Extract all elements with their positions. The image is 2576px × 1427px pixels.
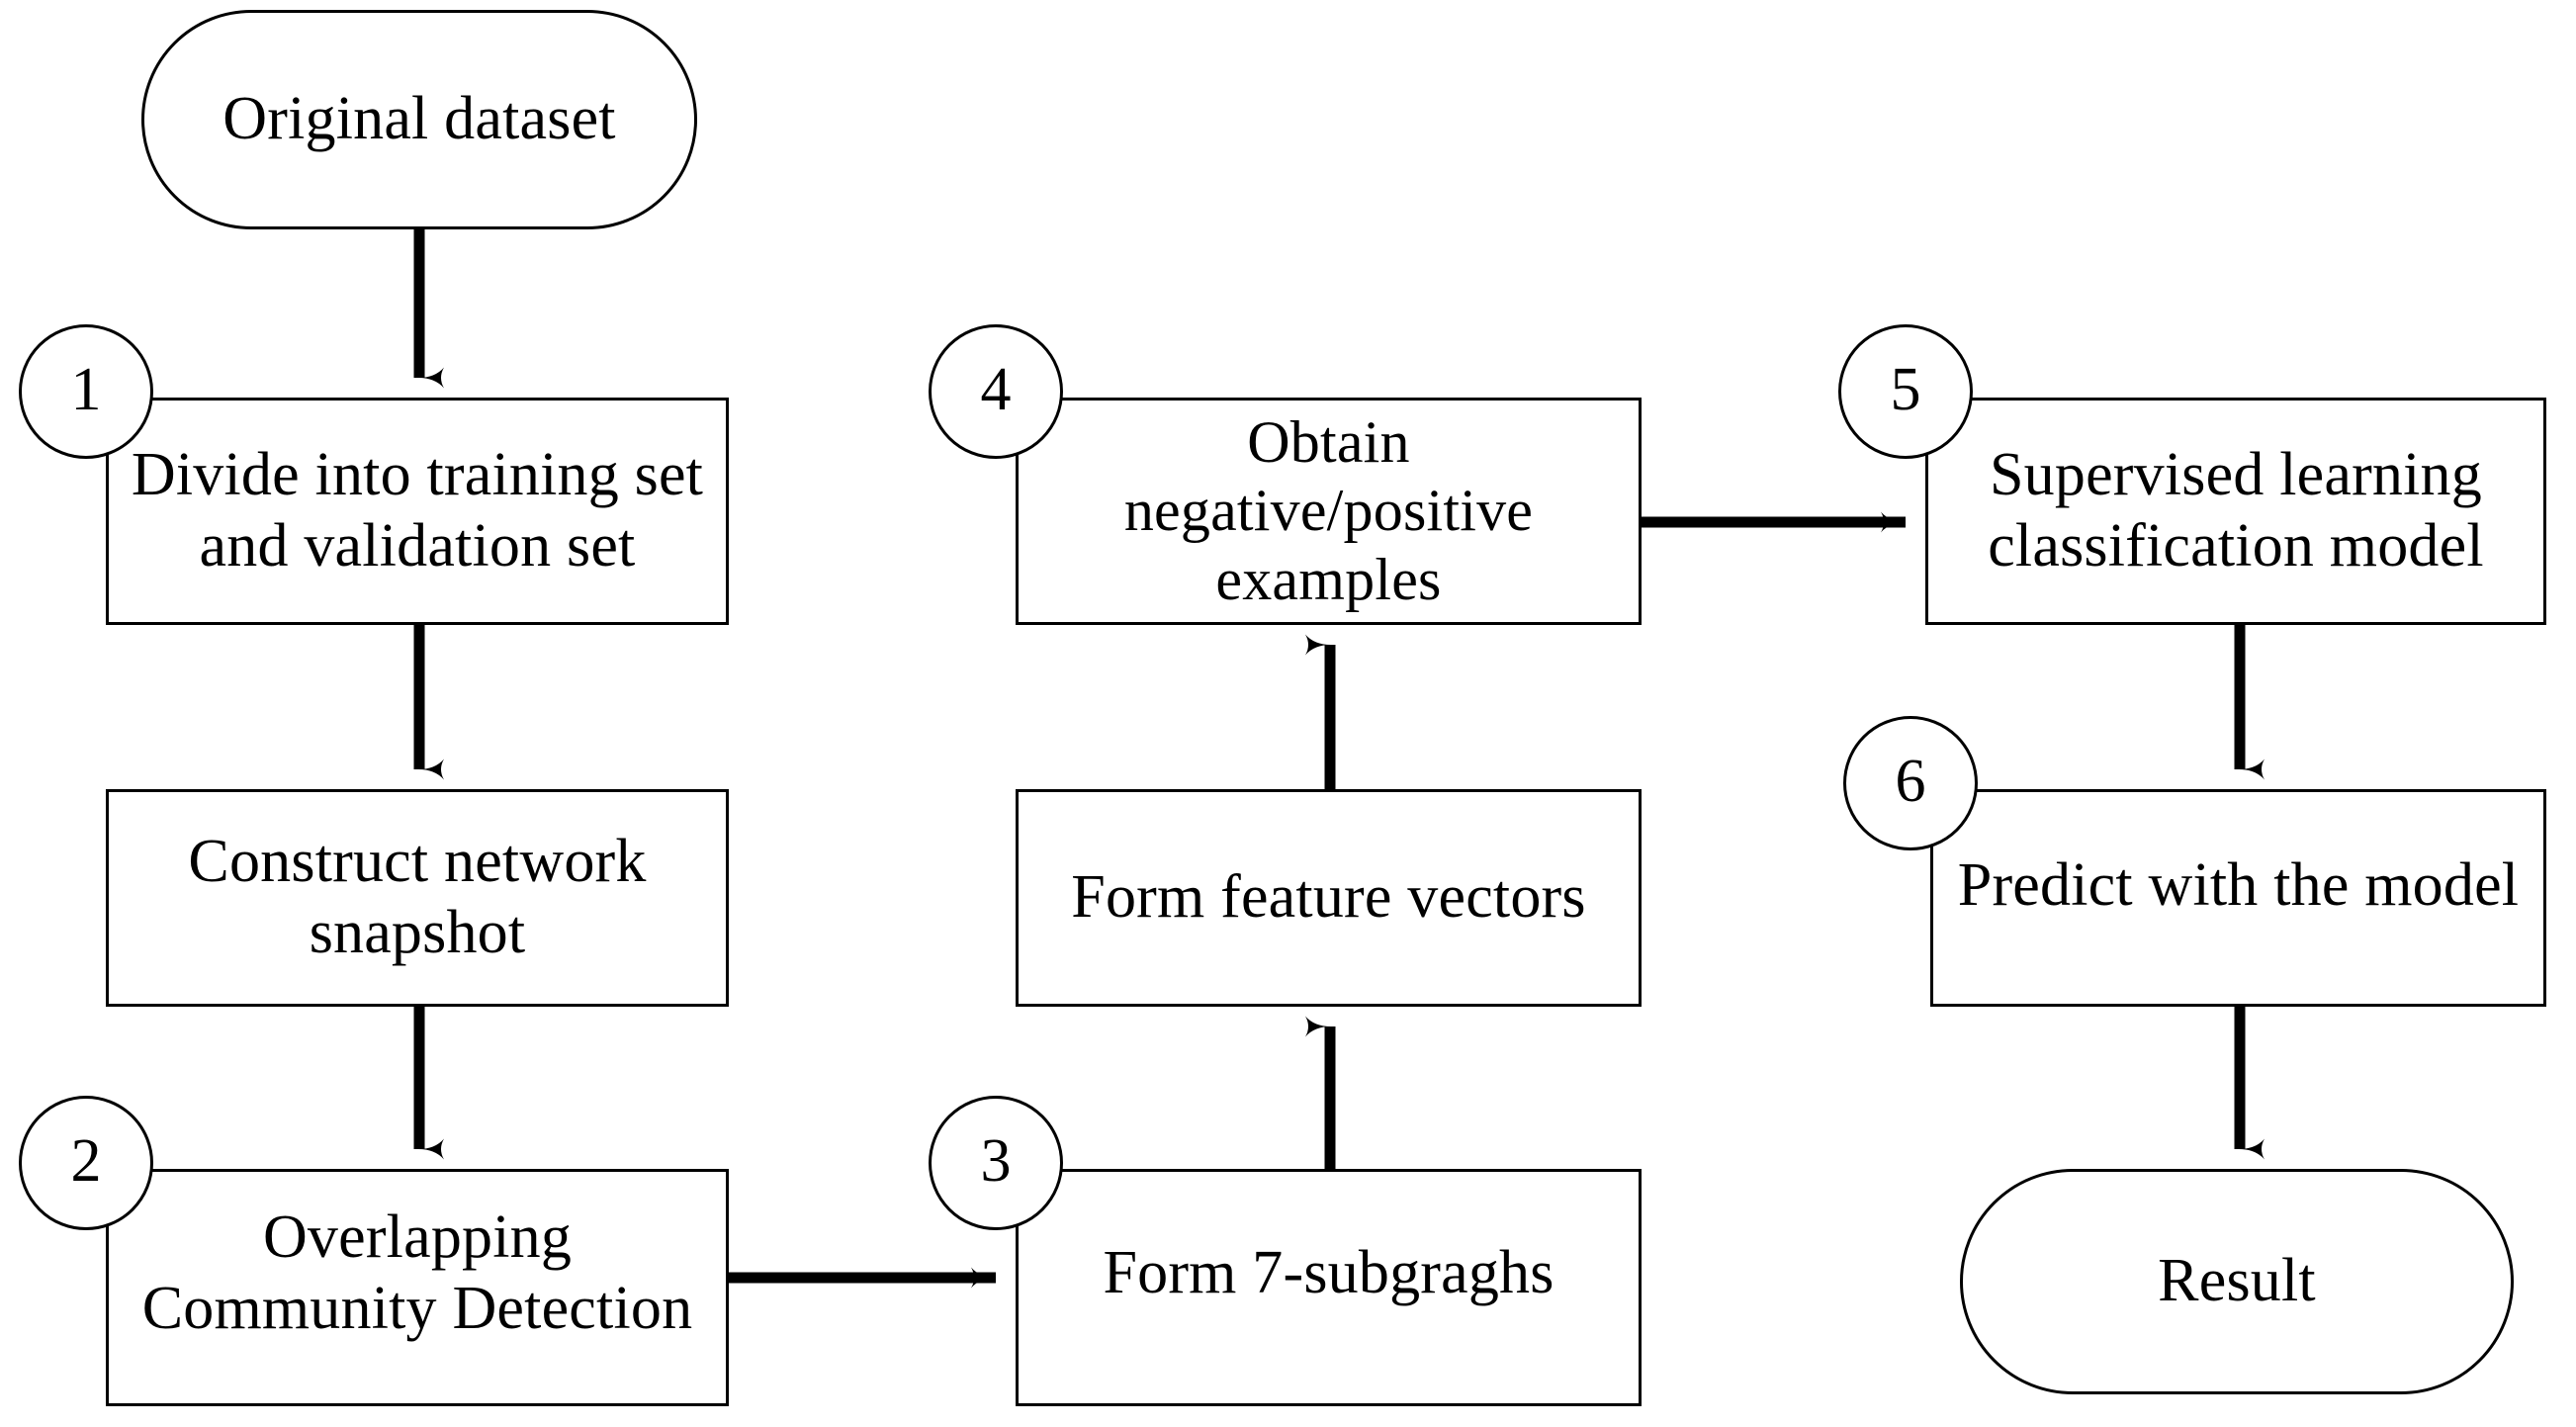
node-label-predict-with-model: Predict with the model: [1957, 851, 2520, 920]
step-badge-4[interactable]: 4: [929, 324, 1063, 459]
step-badge-6-number: 6: [1895, 748, 1926, 815]
node-construct-snapshot[interactable]: Construct network snapshot: [106, 789, 729, 1007]
node-label-supervised-model: Supervised learning classification model: [1988, 441, 2484, 580]
step-badge-4-number: 4: [980, 356, 1012, 423]
node-obtain-examples[interactable]: Obtain negative/positive examples: [1016, 398, 1642, 625]
node-label-result: Result: [2158, 1247, 2316, 1315]
node-result[interactable]: Result: [1960, 1169, 2514, 1394]
node-form-feature-vectors[interactable]: Form feature vectors: [1016, 789, 1642, 1007]
node-form-subgraphs[interactable]: Form 7-subgraghs: [1016, 1169, 1642, 1406]
node-label-overlapping-community-detection: Overlapping Community Detection: [141, 1204, 693, 1342]
step-badge-1[interactable]: 1: [19, 324, 153, 459]
step-badge-5-number: 5: [1890, 356, 1921, 423]
step-badge-6[interactable]: 6: [1843, 716, 1978, 850]
node-predict-with-model[interactable]: Predict with the model: [1930, 789, 2546, 1007]
node-label-form-feature-vectors: Form feature vectors: [1071, 863, 1586, 932]
node-original-dataset[interactable]: Original dataset: [141, 10, 697, 229]
node-divide-sets[interactable]: Divide into training set and validation …: [106, 398, 729, 625]
node-label-original-dataset: Original dataset: [222, 85, 616, 153]
node-label-obtain-examples: Obtain negative/positive examples: [1123, 408, 1534, 612]
step-badge-1-number: 1: [70, 356, 102, 423]
step-badge-3-number: 3: [980, 1127, 1012, 1195]
node-supervised-model[interactable]: Supervised learning classification model: [1925, 398, 2546, 625]
step-badge-2[interactable]: 2: [19, 1096, 153, 1230]
step-badge-3[interactable]: 3: [929, 1096, 1063, 1230]
node-label-form-subgraphs: Form 7-subgraghs: [1103, 1239, 1554, 1307]
node-label-divide-sets: Divide into training set and validation …: [131, 441, 704, 580]
node-label-construct-snapshot: Construct network snapshot: [188, 828, 647, 966]
step-badge-5[interactable]: 5: [1838, 324, 1973, 459]
node-overlapping-community-detection[interactable]: Overlapping Community Detection: [106, 1169, 729, 1406]
step-badge-2-number: 2: [70, 1127, 102, 1195]
